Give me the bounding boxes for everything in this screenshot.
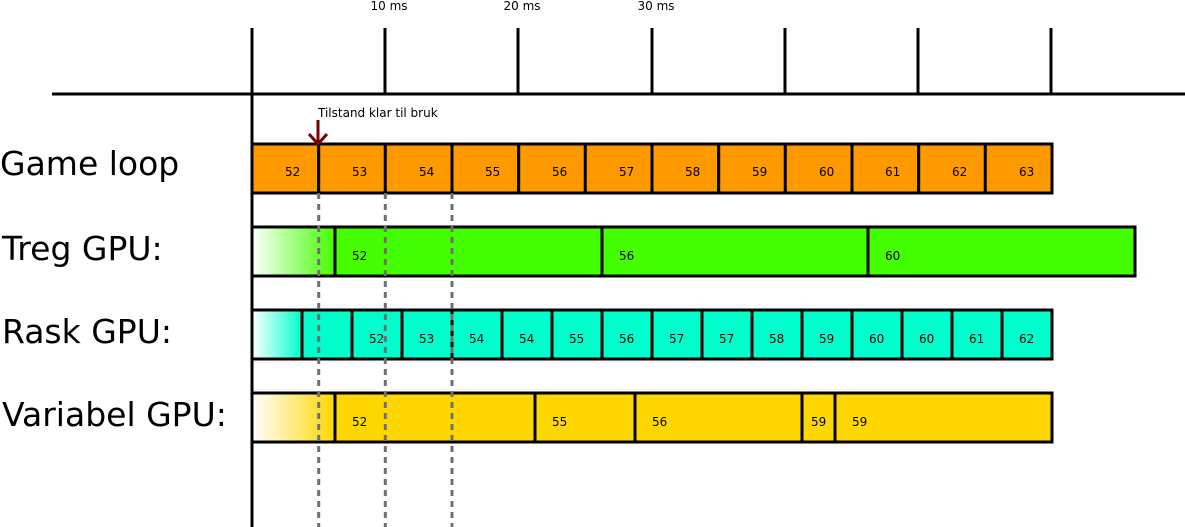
- row-label-game-loop: Game loop: [0, 144, 179, 183]
- frame-label: 57: [669, 332, 684, 346]
- variable-gpu-row-outline: [250, 391, 1054, 444]
- frame-segment: [250, 142, 321, 195]
- frame-label: 53: [419, 332, 434, 346]
- frame-segment: [783, 142, 854, 195]
- slow-gpu-row: 52 56 60: [250, 225, 1137, 278]
- frame-segment: [650, 142, 721, 195]
- frame-label: 60: [885, 249, 900, 263]
- tick-label-30ms: 30 ms: [637, 0, 674, 13]
- row-label-variable-gpu: Variabel GPU:: [2, 395, 227, 434]
- slow-gpu-row-outline: [250, 225, 1137, 278]
- frame-label: 56: [619, 249, 634, 263]
- tick-marks: [383, 28, 1053, 94]
- game-loop-row: 52 53 54 55 56 57 58 59 60 61 62 63: [250, 142, 1054, 195]
- frame-segment: [533, 391, 637, 444]
- row-label-fast-gpu: Rask GPU:: [2, 312, 172, 351]
- variable-gpu-row: 52 55 56 59 59: [250, 391, 1054, 444]
- frame-segment: [983, 142, 1054, 195]
- frame-segment: [317, 142, 387, 195]
- frame-segment: [717, 142, 787, 195]
- frame-label: 60: [819, 165, 834, 179]
- frame-label: 63: [1019, 165, 1034, 179]
- frame-label: 61: [969, 332, 984, 346]
- frame-label: 55: [485, 165, 500, 179]
- frame-label: 59: [811, 415, 826, 429]
- frame-label: 54: [419, 165, 434, 179]
- frame-label: 52: [369, 332, 384, 346]
- frame-label: 53: [352, 165, 367, 179]
- frame-label: 56: [619, 332, 634, 346]
- frame-segment: [866, 225, 1137, 278]
- fast-gpu-latency-fade: [252, 310, 302, 359]
- tick-label-20ms: 20 ms: [503, 0, 540, 13]
- frame-label: 55: [569, 332, 584, 346]
- frame-label: 58: [769, 332, 784, 346]
- frame-segment: [750, 308, 804, 361]
- frame-label: 61: [885, 165, 900, 179]
- frame-label: 60: [919, 332, 934, 346]
- frame-segment: [917, 142, 987, 195]
- frame-label: 54: [469, 332, 484, 346]
- frame-label: 57: [719, 332, 734, 346]
- slow-gpu-latency-fade: [252, 227, 335, 276]
- variable-gpu-latency-fade: [252, 393, 335, 442]
- frame-label: 59: [752, 165, 767, 179]
- frame-segment: [300, 308, 354, 361]
- frame-label: 52: [285, 165, 300, 179]
- state-ready-annotation: Tilstand klar til bruk: [317, 106, 438, 120]
- frame-label: 59: [852, 415, 867, 429]
- frame-segment: [833, 391, 1054, 444]
- fast-gpu-row-outline: [250, 308, 1054, 361]
- fast-gpu-row: 52 53 54 54 55 56 57 57 58 59 60 60 61 6…: [250, 308, 1054, 361]
- frame-label: 56: [652, 415, 667, 429]
- frame-label: 52: [352, 415, 367, 429]
- frame-label: 57: [619, 165, 634, 179]
- frame-label: 58: [685, 165, 700, 179]
- frame-label: 54: [519, 332, 534, 346]
- tick-label-10ms: 10 ms: [370, 0, 407, 13]
- frame-label: 56: [552, 165, 567, 179]
- frame-label: 55: [552, 415, 567, 429]
- frame-label: 62: [952, 165, 967, 179]
- frame-segment: [333, 225, 604, 278]
- guide-lines: [317, 193, 454, 527]
- frame-label: 62: [1019, 332, 1034, 346]
- row-label-slow-gpu: Treg GPU:: [1, 229, 163, 268]
- frame-segment: [583, 142, 654, 195]
- frame-segment: [600, 225, 870, 278]
- frame-label: 60: [869, 332, 884, 346]
- frame-label: 52: [352, 249, 367, 263]
- frame-label: 59: [819, 332, 834, 346]
- state-ready-arrow-icon: [307, 120, 329, 147]
